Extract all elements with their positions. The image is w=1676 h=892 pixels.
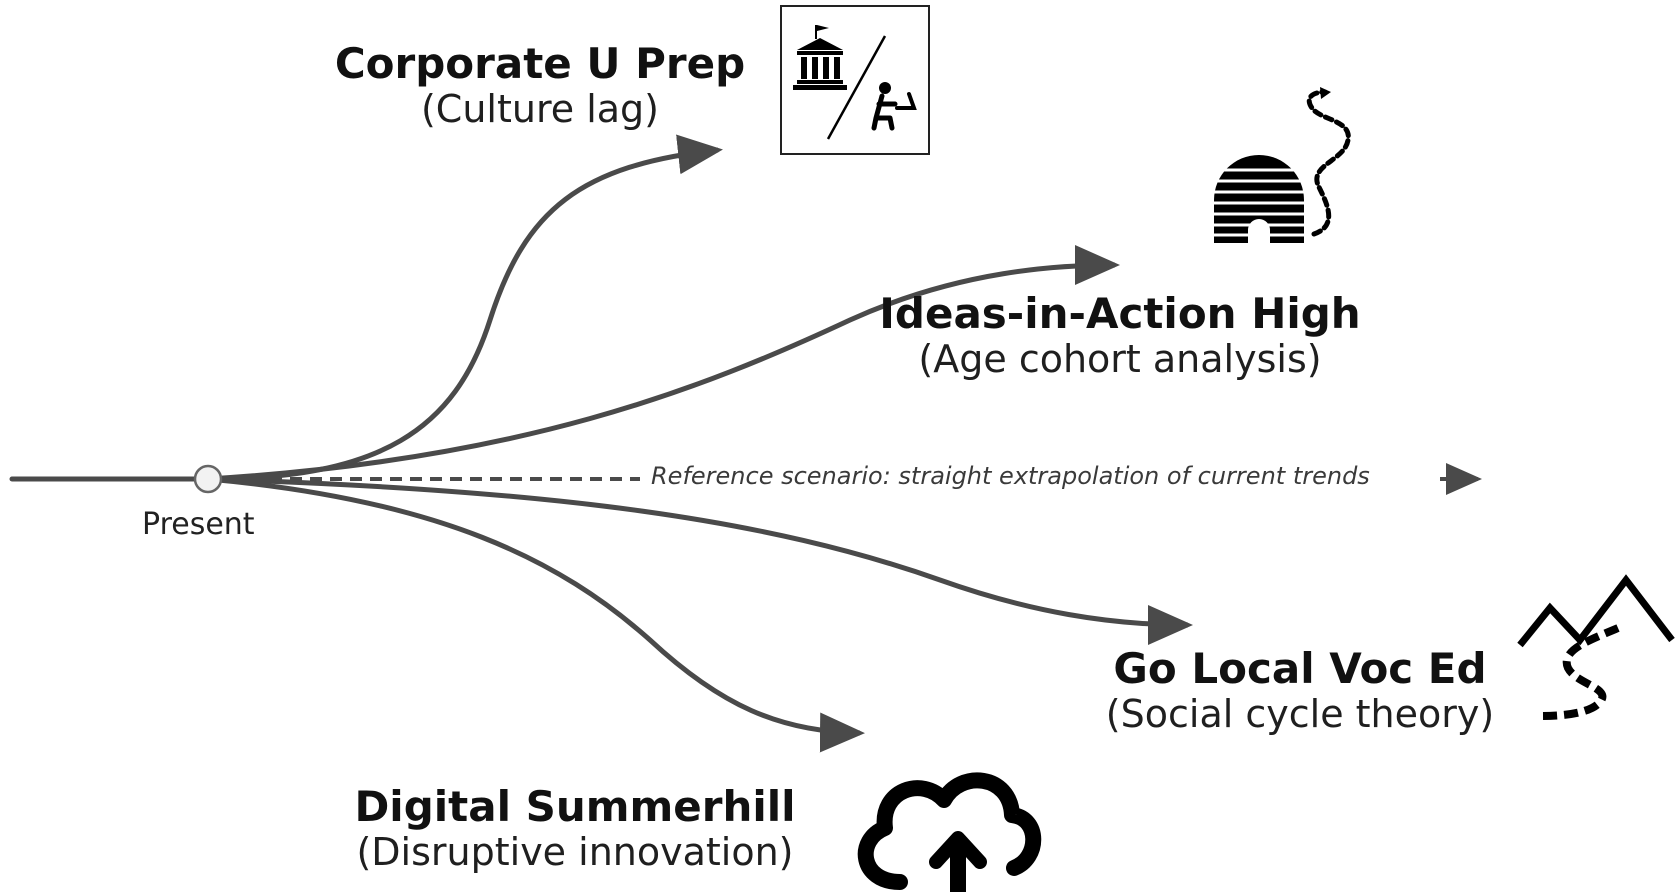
branch-corporate-u-prep: [207, 134, 723, 482]
scenario-subtitle: (Disruptive innovation): [356, 830, 794, 875]
reference-scenario-label: Reference scenario: straight extrapolati…: [645, 462, 1376, 491]
scenario-go-local-voc-ed: Go Local Voc Ed (Social cycle theory): [1080, 644, 1520, 737]
scenario-corporate-u-prep: Corporate U Prep (Culture lag): [330, 39, 750, 132]
branch-digital-summerhill: [207, 476, 865, 753]
branch-ideas-in-action-high: [207, 245, 1120, 482]
scenario-title: Go Local Voc Ed: [1113, 644, 1487, 693]
mountains-with-winding-path-icon: [1517, 574, 1675, 720]
scenario-subtitle: (Culture lag): [420, 87, 660, 132]
present-node: [193, 464, 223, 494]
scenario-digital-summerhill: Digital Summerhill (Disruptive innovatio…: [340, 782, 810, 875]
scenario-title: Digital Summerhill: [354, 782, 796, 831]
scenario-title: Corporate U Prep: [334, 39, 746, 88]
present-label: Present: [142, 507, 255, 542]
cloud-upload-icon: [857, 772, 1042, 892]
scenario-ideas-in-action-high: Ideas-in-Action High (Age cohort analysi…: [860, 289, 1380, 382]
scenario-subtitle: (Age cohort analysis): [918, 337, 1322, 382]
institution-to-remote-learner-icon: [780, 5, 930, 155]
scenario-subtitle: (Social cycle theory): [1105, 692, 1495, 737]
scenario-title: Ideas-in-Action High: [879, 289, 1361, 338]
branch-go-local-voc-ed: [207, 476, 1193, 645]
igloo-with-winding-path-icon: [1212, 87, 1351, 243]
